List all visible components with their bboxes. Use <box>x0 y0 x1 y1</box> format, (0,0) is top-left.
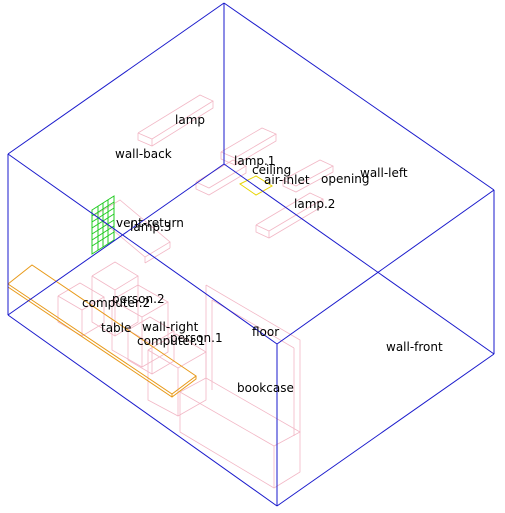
label-table[interactable]: table <box>101 321 131 335</box>
air-inlet-diffuser <box>239 175 273 196</box>
label-wall-back[interactable]: wall-back <box>115 147 172 161</box>
lamp-2-box <box>255 192 324 239</box>
room-wireframe <box>7 2 495 507</box>
label-floor[interactable]: floor <box>252 325 279 339</box>
label-lamp-3[interactable]: lamp.3 <box>130 220 171 234</box>
label-air-inlet[interactable]: air-inlet <box>264 173 310 187</box>
label-wall-front[interactable]: wall-front <box>386 340 443 354</box>
label-person-1[interactable]: person.1 <box>170 331 223 345</box>
label-lamp-2[interactable]: lamp.2 <box>294 197 335 211</box>
label-wall-left[interactable]: wall-left <box>360 166 408 180</box>
label-opening[interactable]: opening <box>321 172 370 186</box>
person-2-box <box>91 261 139 337</box>
person-2-chair-box <box>111 284 169 368</box>
lamp-box <box>137 94 214 147</box>
label-person-2[interactable]: person.2 <box>112 292 165 306</box>
label-bookcase[interactable]: bookcase <box>237 381 294 395</box>
lamp-3-box <box>94 199 171 264</box>
object-labels: lamp wall-back lamp.1 ceiling air-inlet … <box>82 113 443 395</box>
vent-return-grille <box>91 195 115 255</box>
lamp-1-lower-box <box>195 159 247 196</box>
lamp-1-box <box>220 127 277 166</box>
computer-1-box <box>127 316 175 375</box>
label-lamp[interactable]: lamp <box>175 113 205 127</box>
label-lamp-1[interactable]: lamp.1 <box>234 154 275 168</box>
label-ceiling[interactable]: ceiling <box>252 163 291 177</box>
bookcase-box <box>179 284 301 489</box>
opening-box <box>282 159 334 193</box>
label-vent-return[interactable]: vent-return <box>116 216 184 230</box>
label-wall-right[interactable]: wall-right <box>142 320 199 334</box>
object-wireframes <box>57 94 334 489</box>
label-computer-2[interactable]: computer.2 <box>82 296 150 310</box>
label-computer-1[interactable]: computer.1 <box>137 334 205 348</box>
